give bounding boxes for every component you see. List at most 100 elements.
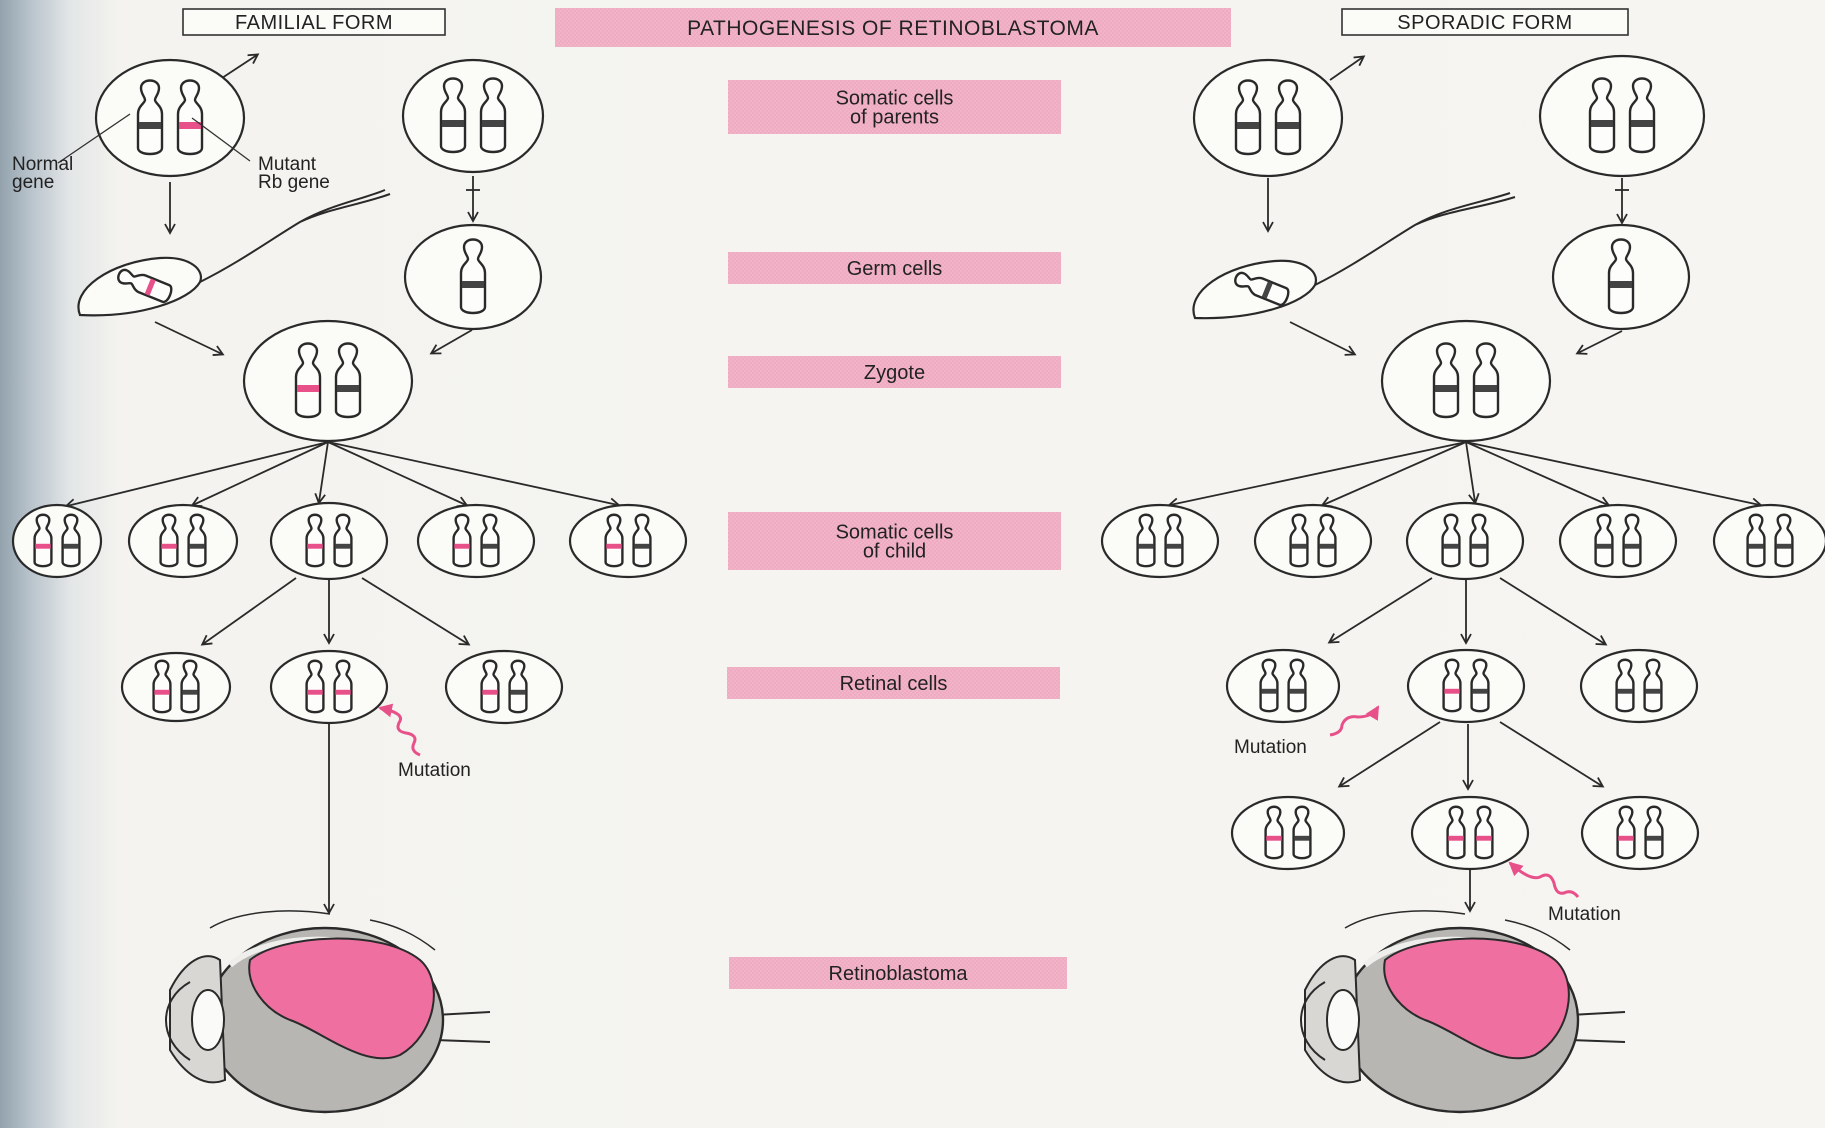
eyes xyxy=(166,911,1625,1112)
side-title-sporadic: SPORADIC FORM xyxy=(1342,9,1628,35)
mutant-gene-label-line2: Rb gene xyxy=(258,172,330,193)
chromosome xyxy=(606,515,623,566)
arrow xyxy=(203,578,296,644)
chromosome xyxy=(1291,515,1308,566)
arrow xyxy=(1466,442,1475,502)
chromosome xyxy=(1609,240,1633,314)
somatic-cell-child-familial xyxy=(418,505,534,577)
chromosome xyxy=(182,661,199,712)
familial-title-text: FAMILIAL FORM xyxy=(235,12,393,34)
arrow xyxy=(1330,57,1363,80)
mutation-label-familial: Mutation xyxy=(398,760,471,781)
arrow xyxy=(1578,331,1622,353)
chromosome xyxy=(1289,660,1306,711)
chromosome xyxy=(1476,807,1493,858)
chromosome xyxy=(178,81,202,155)
arrow xyxy=(362,578,468,644)
arrow xyxy=(222,55,257,78)
chromosome xyxy=(296,344,320,418)
title-text: PATHOGENESIS OF RETINOBLASTOMA xyxy=(687,17,1099,40)
mutation-label-sporadic-2: Mutation xyxy=(1548,904,1621,925)
diagram-title: PATHOGENESIS OF RETINOBLASTOMA xyxy=(555,8,1231,47)
chromosome xyxy=(1618,807,1635,858)
arrow xyxy=(1330,578,1432,642)
arrow xyxy=(193,442,328,505)
chromosome xyxy=(1443,515,1460,566)
chromosome xyxy=(461,240,485,314)
stage-label-text: Zygote xyxy=(864,362,925,384)
somatic-cell-child-familial xyxy=(13,505,101,577)
arrow xyxy=(1290,322,1354,354)
parent-cell-mother-familial xyxy=(403,60,543,172)
stage-label-text: of parents xyxy=(850,107,939,129)
retinal-cell-sporadic xyxy=(1408,650,1524,722)
chromosome xyxy=(1166,515,1183,566)
germ-cell-egg-familial xyxy=(405,225,541,329)
chromosome xyxy=(1645,660,1662,711)
chromosome xyxy=(1646,807,1663,858)
eye-retinoblastoma-familial xyxy=(166,911,490,1112)
chromosome xyxy=(441,79,465,153)
sperm-sporadic xyxy=(1193,193,1515,318)
chromosome xyxy=(1630,79,1654,153)
arrow xyxy=(432,330,472,353)
chromosome xyxy=(335,515,352,566)
somatic-cell-child-familial xyxy=(129,505,237,577)
chromosome xyxy=(510,661,527,712)
arrow xyxy=(328,442,466,505)
arrow xyxy=(1466,442,1760,505)
chromosome xyxy=(35,515,52,566)
retinal-cell-second-sporadic xyxy=(1412,797,1528,869)
chromosome xyxy=(138,81,162,155)
arrow xyxy=(319,442,328,502)
chromosome xyxy=(1138,515,1155,566)
chromosome xyxy=(335,661,352,712)
arrow xyxy=(1500,578,1605,644)
retinal-cell-familial xyxy=(446,651,562,723)
arrow xyxy=(328,442,618,505)
somatic-cell-child-sporadic xyxy=(1560,505,1676,577)
stage-label-text: of child xyxy=(863,541,926,563)
zygote-familial xyxy=(244,321,412,441)
eye-retinoblastoma-sporadic xyxy=(1301,911,1625,1112)
retinal-cell-sporadic xyxy=(1581,650,1697,722)
chromosome xyxy=(63,515,80,566)
chromosome xyxy=(1261,660,1278,711)
chromosome xyxy=(307,661,324,712)
retinal-cell-second-sporadic xyxy=(1232,797,1344,869)
stage-label-text: Retinal cells xyxy=(840,673,948,695)
chromosome xyxy=(307,515,324,566)
chromosome xyxy=(1617,660,1634,711)
chromosome xyxy=(1624,515,1641,566)
arrow xyxy=(1466,442,1608,505)
chromosome xyxy=(154,661,171,712)
stage-label-text: Retinoblastoma xyxy=(829,963,969,985)
somatic-cell-child-sporadic xyxy=(1102,505,1218,577)
stage-label-retinoblastoma: Retinoblastoma xyxy=(729,957,1067,989)
chromosome xyxy=(1236,81,1260,155)
chromosome xyxy=(634,515,651,566)
retinal-cell-familial xyxy=(271,651,387,723)
chromosome xyxy=(1776,515,1793,566)
chromosome xyxy=(1596,515,1613,566)
chromosome xyxy=(482,661,499,712)
chromosome xyxy=(1448,807,1465,858)
germ-cell-egg-sporadic xyxy=(1553,225,1689,329)
chromosome xyxy=(1276,81,1300,155)
parent-cell-father-sporadic xyxy=(1194,60,1342,176)
chromosome xyxy=(1471,515,1488,566)
mutation-arrow-sporadic-1 xyxy=(1330,707,1378,735)
chromosome xyxy=(1294,807,1311,858)
chromosome xyxy=(1748,515,1765,566)
retinal-cell-sporadic xyxy=(1227,650,1339,722)
stage-label-zygote: Zygote xyxy=(728,356,1061,388)
mutation-arrow-familial xyxy=(380,708,420,755)
stage-label-retinal: Retinal cells xyxy=(727,667,1060,699)
chromosome xyxy=(1434,344,1458,418)
somatic-cell-child-sporadic xyxy=(1255,505,1371,577)
arrow xyxy=(1323,442,1466,505)
